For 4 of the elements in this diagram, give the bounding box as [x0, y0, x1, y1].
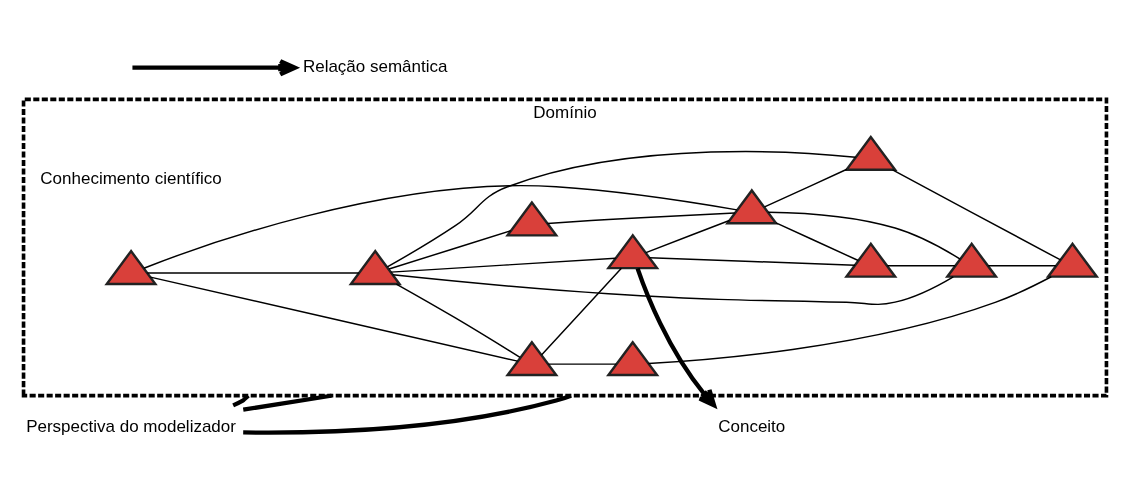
node-text: Perspectiva do modelizador [26, 416, 236, 436]
node-text: Relação semântica [302, 57, 448, 77]
node-text: Conceito [718, 416, 786, 436]
label: Conhecimento científico [40, 168, 222, 188]
